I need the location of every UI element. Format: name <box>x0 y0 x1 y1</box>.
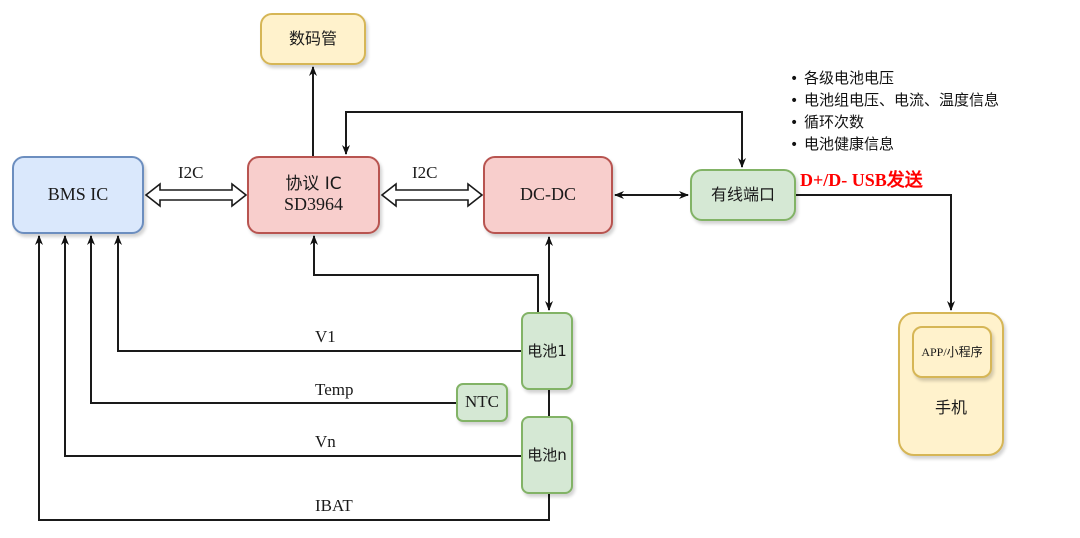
wired-port-node: 有线端口 <box>690 169 796 221</box>
app-node: APP/小程序 <box>912 326 992 378</box>
info-item: 各级电池电压 <box>790 68 999 90</box>
wire-ibat <box>35 235 550 521</box>
battery-1-label: 电池1 <box>527 342 567 360</box>
ntc-node: NTC <box>456 383 508 422</box>
battery-n-node: 电池n <box>521 416 573 494</box>
info-item: 电池组电压、电流、温度信息 <box>790 90 999 112</box>
phone-label: 手机 <box>934 398 967 417</box>
arrow-port-to-protocol <box>342 111 746 168</box>
info-item: 循环次数 <box>790 112 999 134</box>
protocol-ic-node: 协议 IC SD3964 <box>247 156 380 234</box>
phone-node: APP/小程序 手机 <box>898 312 1004 456</box>
i2c-label-right: I2C <box>412 163 438 182</box>
arrow-battery-to-protocol <box>310 235 539 312</box>
protocol-ic-model: SD3964 <box>283 194 343 215</box>
info-item: 电池健康信息 <box>790 134 999 156</box>
wire-vn <box>61 235 521 457</box>
app-label: APP/小程序 <box>921 344 983 359</box>
i2c-bus-arrow-left <box>144 182 248 208</box>
ntc-label: NTC <box>465 392 499 412</box>
wire-temp <box>87 235 456 404</box>
battery-1-node: 电池1 <box>521 312 573 390</box>
dcdc-label: DC-DC <box>519 184 576 205</box>
usb-send-label: D+/D- USB发送 <box>800 170 923 190</box>
i2c-label-left: I2C <box>178 163 204 182</box>
display-node: 数码管 <box>260 13 366 65</box>
bms-ic-node: BMS IC <box>12 156 144 234</box>
wired-port-label: 有线端口 <box>710 185 775 205</box>
temp-label: Temp <box>315 380 354 399</box>
display-label: 数码管 <box>288 29 337 49</box>
arrow-port-to-phone <box>796 194 955 311</box>
protocol-ic-label: 协议 IC <box>285 174 342 194</box>
bms-ic-label: BMS IC <box>47 184 109 205</box>
wire-v1 <box>114 235 521 352</box>
vn-label: Vn <box>315 432 336 451</box>
ibat-label: IBAT <box>315 496 353 515</box>
i2c-bus-arrow-right <box>380 182 484 208</box>
info-list: 各级电池电压 电池组电压、电流、温度信息 循环次数 电池健康信息 <box>790 68 999 156</box>
v1-label: V1 <box>315 327 336 346</box>
dcdc-node: DC-DC <box>483 156 613 234</box>
battery-n-label: 电池n <box>527 446 567 464</box>
